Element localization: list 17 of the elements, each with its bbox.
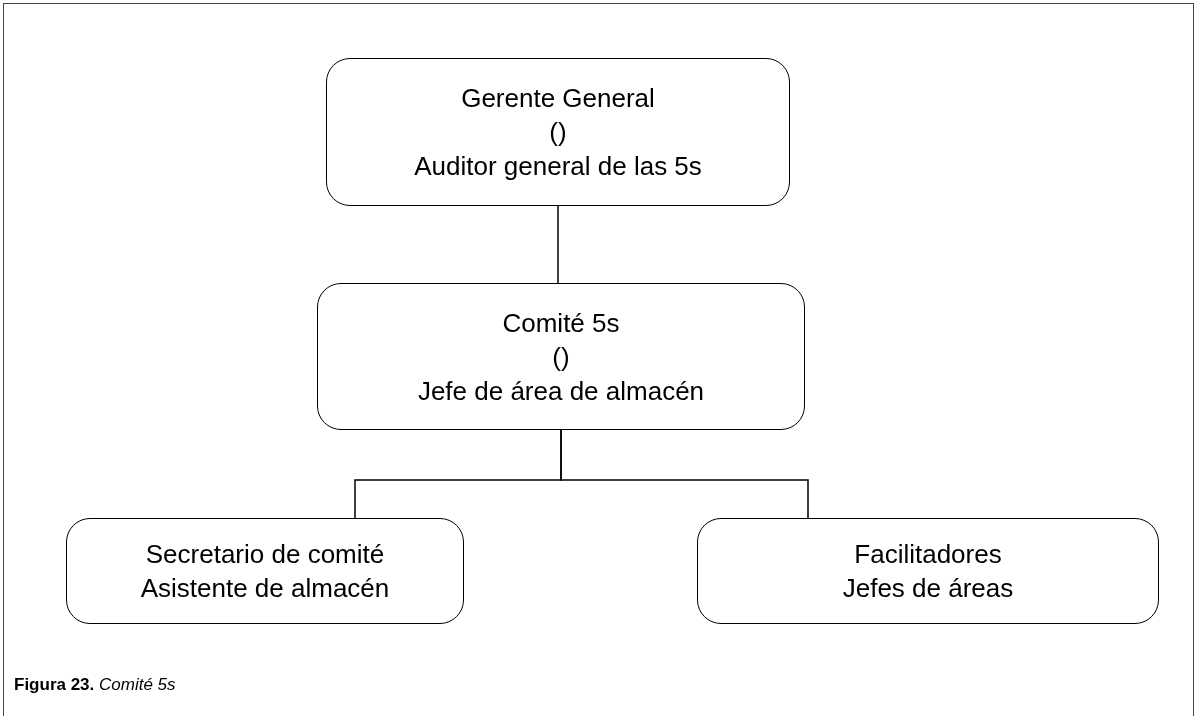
- role-text: Auditor general de las 5s: [414, 150, 702, 183]
- role-text: Jefe de área de almacén: [417, 374, 705, 408]
- org-box: [326, 58, 790, 206]
- role-text: Facilitadores: [854, 538, 1002, 571]
- connector-line: [560, 429, 809, 519]
- org-box: [66, 518, 464, 624]
- role-text: Jefes de áreas: [842, 572, 1014, 605]
- connector-line: [557, 205, 559, 284]
- role-text: Secretario de comité: [145, 538, 385, 571]
- role-text: (): [552, 340, 570, 374]
- role-text: Comité 5s: [502, 306, 620, 340]
- role-text: Gerente General: [461, 82, 655, 115]
- org-box: [317, 283, 805, 430]
- figure-caption: Figura 23. Comité 5s: [14, 675, 176, 695]
- role-text: (): [549, 116, 567, 149]
- role-text: Asistente de almacén: [140, 572, 390, 605]
- org-box: [697, 518, 1159, 624]
